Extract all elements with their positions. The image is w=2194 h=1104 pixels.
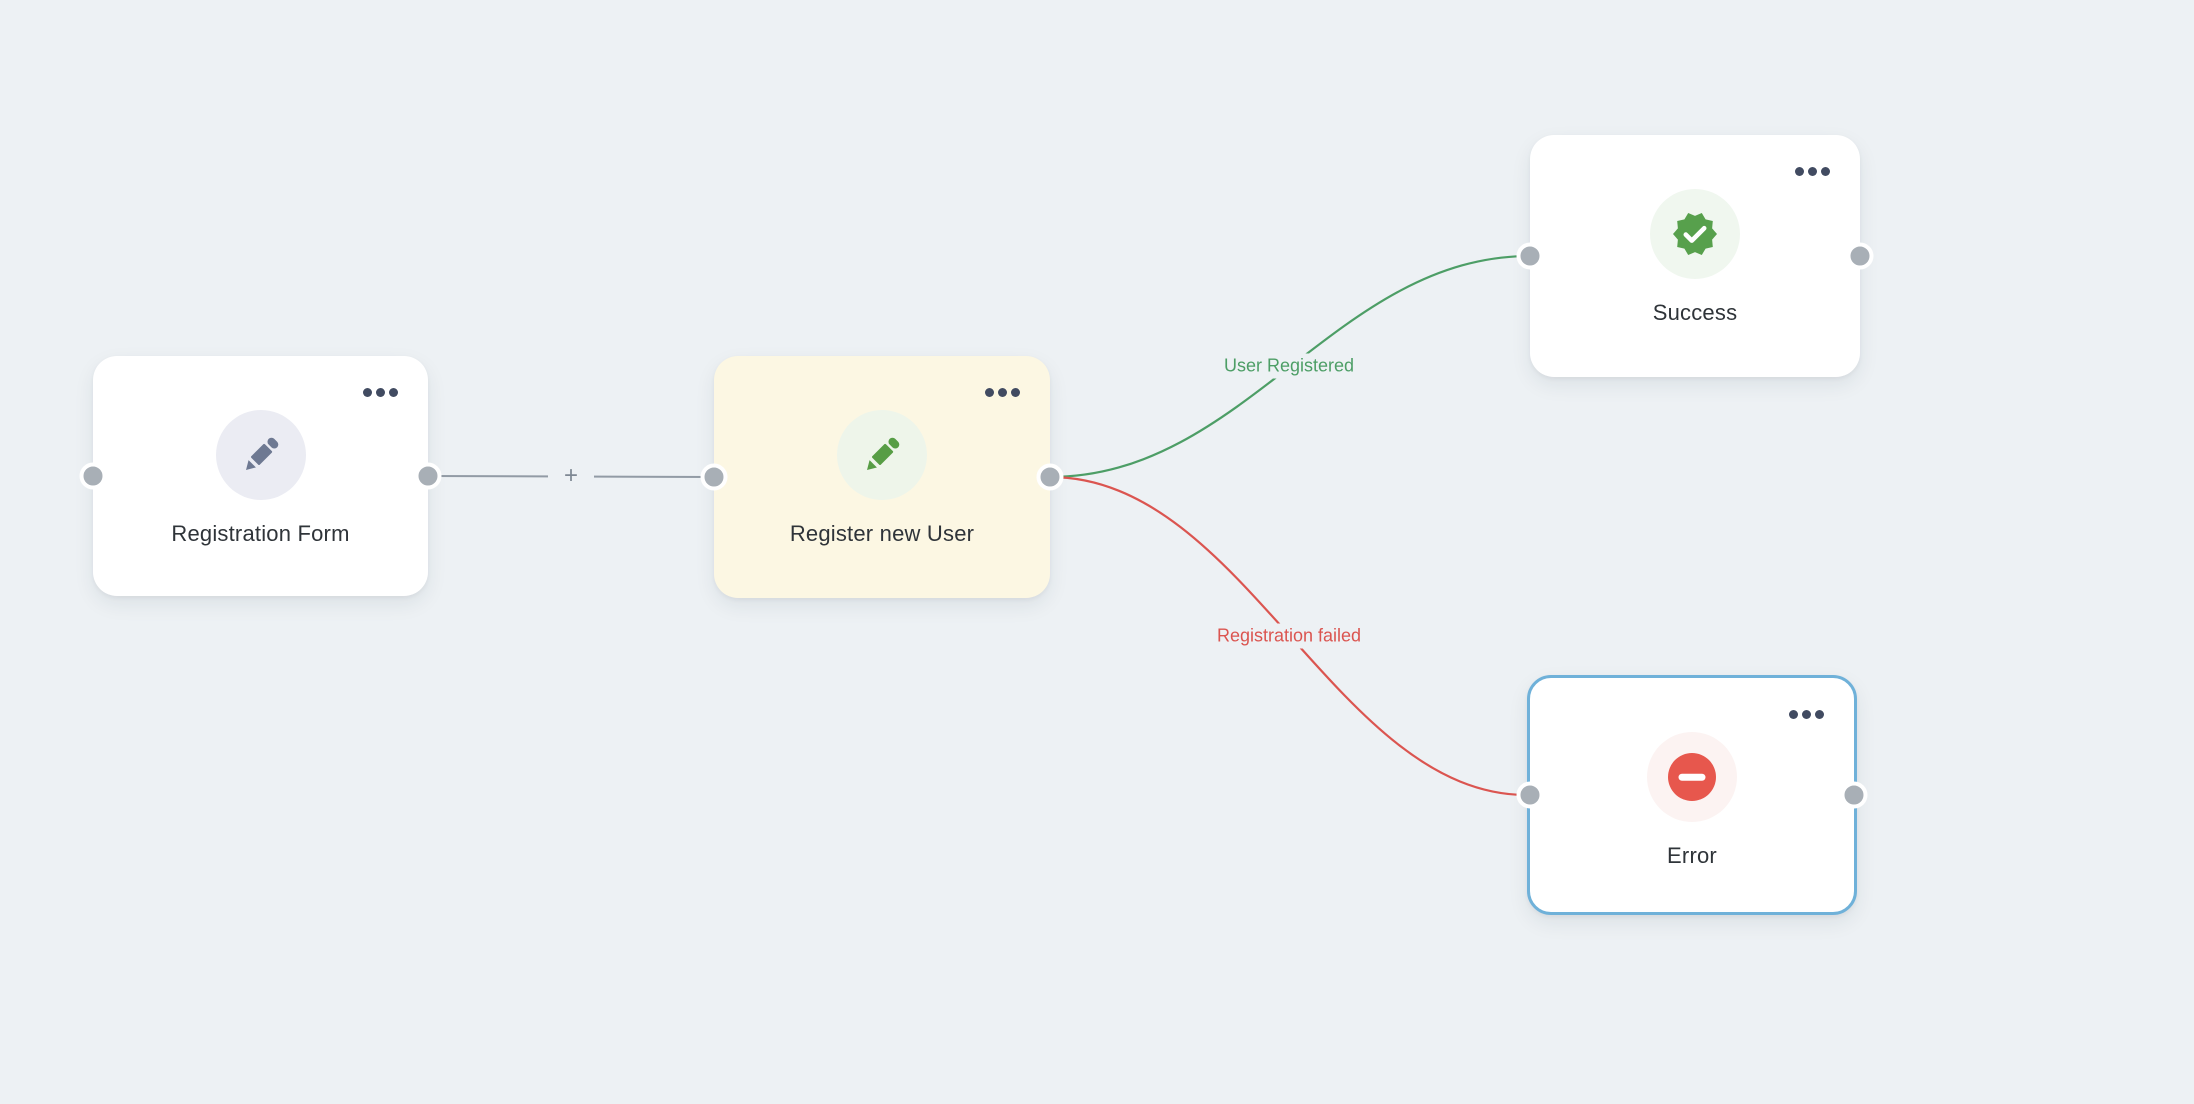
menu-dot xyxy=(1802,710,1811,719)
menu-dot xyxy=(389,388,398,397)
node-success[interactable]: Success xyxy=(1516,135,1874,377)
menu-dot xyxy=(1011,388,1020,397)
minus-bar xyxy=(1678,773,1706,781)
node-title: Error xyxy=(1667,843,1717,868)
input-handle[interactable] xyxy=(700,463,728,491)
node-title: Register new User xyxy=(789,521,975,546)
node-menu-button[interactable] xyxy=(361,386,400,399)
menu-dot xyxy=(998,388,1007,397)
minus-circle-icon xyxy=(1668,753,1716,801)
pencil-icon xyxy=(245,437,278,470)
node-error[interactable]: Error xyxy=(1516,675,1868,915)
menu-dot xyxy=(985,388,994,397)
menu-dot xyxy=(1789,710,1798,719)
node-menu-button[interactable] xyxy=(983,386,1022,399)
input-handle[interactable] xyxy=(1516,781,1544,809)
node-register-new-user[interactable]: Register new User xyxy=(700,356,1064,598)
menu-dot xyxy=(363,388,372,397)
edge-label-registration-failed[interactable]: Registration failed xyxy=(1208,623,1370,649)
node-registration-form[interactable]: Registration Form xyxy=(79,356,442,596)
node-title: Success xyxy=(1652,300,1738,325)
output-handle[interactable] xyxy=(1036,463,1064,491)
node-icon-circle xyxy=(837,410,927,500)
output-handle[interactable] xyxy=(1840,781,1868,809)
node-icon-circle xyxy=(215,410,306,500)
menu-dot xyxy=(1808,167,1817,176)
menu-dot xyxy=(376,388,385,397)
menu-dot xyxy=(1821,167,1830,176)
verified-badge-icon xyxy=(1673,213,1717,256)
edge-label-user-registered[interactable]: User Registered xyxy=(1215,353,1363,379)
node-icon-circle xyxy=(1647,732,1737,822)
node-title: Registration Form xyxy=(171,521,350,546)
node-icon-circle xyxy=(1650,189,1740,279)
menu-dot xyxy=(1795,167,1804,176)
node-menu-button[interactable] xyxy=(1787,708,1826,721)
input-handle[interactable] xyxy=(1516,242,1544,270)
pencil-icon xyxy=(867,437,900,470)
add-node-button[interactable]: + xyxy=(548,462,594,492)
node-menu-button[interactable] xyxy=(1793,165,1832,178)
menu-dot xyxy=(1815,710,1824,719)
output-handle[interactable] xyxy=(414,462,442,490)
input-handle[interactable] xyxy=(79,462,107,490)
output-handle[interactable] xyxy=(1846,242,1874,270)
